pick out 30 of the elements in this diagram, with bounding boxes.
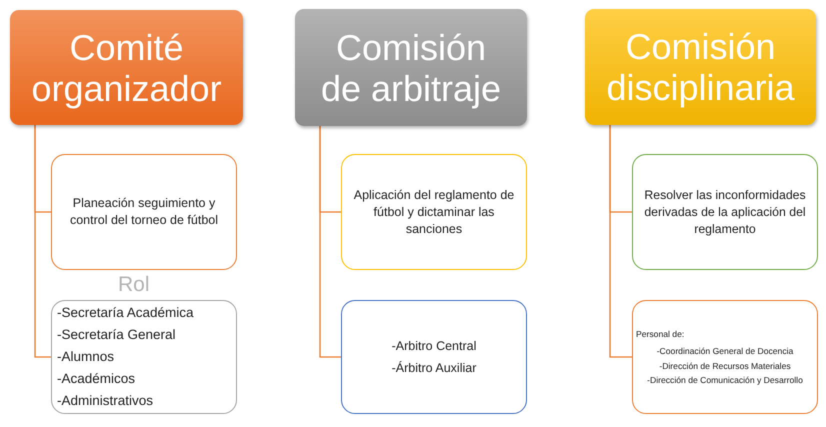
list-item: -Dirección de Recursos Materiales (659, 360, 791, 372)
content-card (632, 154, 818, 270)
heading-box (295, 9, 527, 126)
connector-line (34, 125, 51, 358)
connector-line (609, 125, 632, 358)
list-item: -Coordinación General de Docencia (656, 345, 794, 358)
content-card (51, 154, 237, 270)
description-text: Aplicación del reglamento de fútbol y dictaminar las sanciones (352, 186, 516, 238)
connector-line (319, 126, 341, 358)
heading-text: Comité organizador (30, 26, 223, 108)
list-item: -Arbitro Central (392, 338, 476, 355)
list-item: -Secretaría Académica (57, 304, 194, 322)
faint-label: Rol (118, 273, 150, 297)
heading-box (10, 10, 243, 125)
list-item: -Administrativos (57, 392, 154, 410)
heading-text: Comisión de arbitraje (320, 26, 502, 108)
description-text: Planeación seguimiento y control del torneo de fútbol (68, 195, 220, 229)
description-text: Resolver las inconformidades derivadas de la aplicación del reglamento (643, 186, 807, 238)
list-item: Personal de: (636, 328, 684, 340)
content-card (51, 300, 237, 414)
heading-box (585, 9, 816, 125)
list-item: -Dirección de Comunicación y Desarrollo (647, 374, 803, 387)
list-item: -Académicos (57, 370, 136, 388)
list-item: -Alumnos (57, 348, 114, 366)
list-item: -Árbitro Auxiliar (392, 360, 476, 377)
content-card (341, 154, 527, 270)
content-card (341, 300, 527, 414)
content-card (632, 300, 818, 414)
heading-text: Comisión disciplinaria (605, 26, 796, 108)
list-item: -Secretaría General (57, 326, 176, 344)
